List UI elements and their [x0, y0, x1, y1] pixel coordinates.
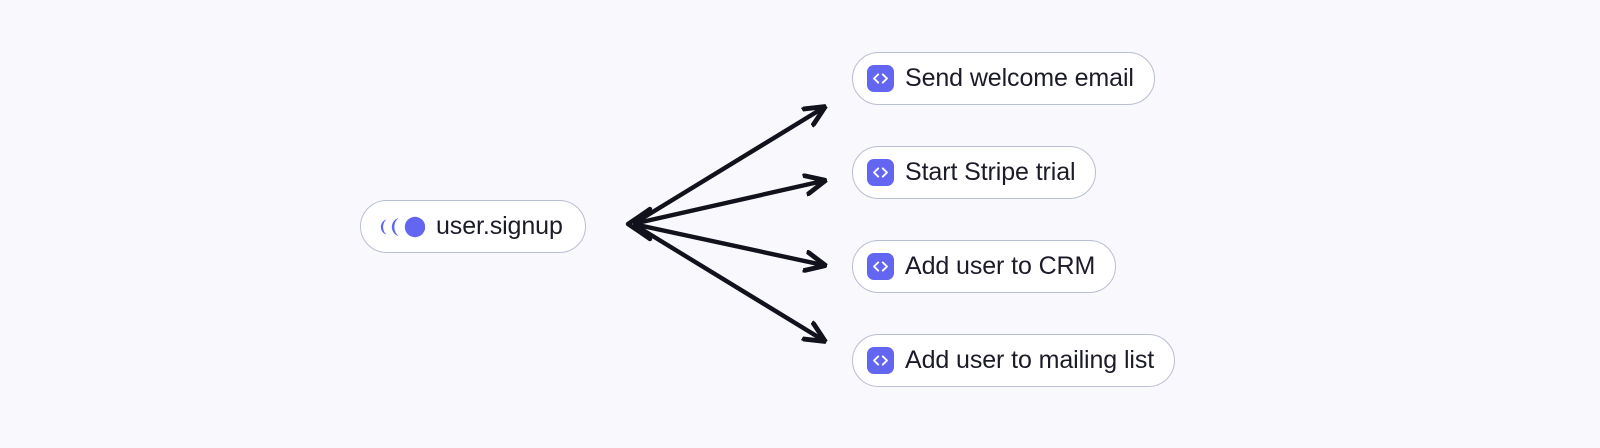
edge-to-send-welcome-email: [631, 108, 823, 226]
code-icon: [867, 347, 894, 374]
action-label: Send welcome email: [905, 64, 1134, 92]
code-icon: [867, 65, 894, 92]
action-label: Start Stripe trial: [905, 158, 1076, 186]
edge-to-start-stripe-trial: [632, 181, 823, 227]
action-node[interactable]: Start Stripe trial: [852, 146, 1097, 199]
edge-fan-arrowhead: [625, 206, 653, 242]
action-node[interactable]: Add user to CRM: [852, 240, 1117, 293]
edge-to-add-user-to-mailing-list: [631, 222, 823, 340]
edge-to-add-user-to-crm: [632, 221, 823, 265]
action-label: Add user to mailing list: [905, 346, 1155, 374]
action-node[interactable]: Add user to mailing list: [852, 334, 1176, 387]
code-icon: [867, 159, 894, 186]
code-icon: [867, 253, 894, 280]
action-label: Add user to CRM: [905, 252, 1096, 280]
trigger-label: user.signup: [436, 212, 563, 240]
trigger-node[interactable]: user.signup: [360, 200, 586, 253]
event-pulse-icon: [377, 216, 426, 238]
action-node[interactable]: Send welcome email: [852, 52, 1155, 105]
